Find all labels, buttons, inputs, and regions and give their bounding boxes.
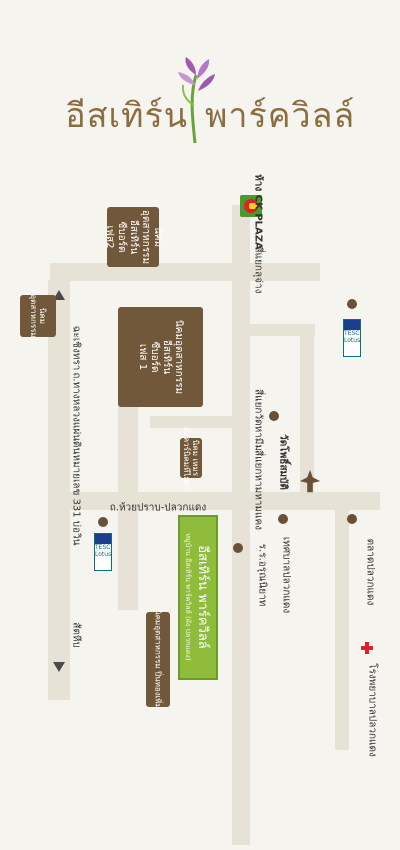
municipality-label: เทศบาลปลวกแดง	[280, 536, 292, 614]
project-sub: หมู่บ้าน อีสเทิร์น พาร์ควิลล์ (ผัง ปลวกแ…	[184, 533, 192, 661]
marker-dot-school	[233, 543, 243, 553]
road-horizontal-huai-pla	[50, 492, 380, 510]
marker-dot-lotus-bottom	[98, 517, 108, 527]
project-label: อีสเทิร์น พาร์ควิลล์ หมู่บ้าน อีสเทิร์น …	[182, 533, 214, 660]
road-horizontal-top	[50, 263, 320, 281]
road-horizontal-right-top	[235, 324, 315, 336]
road-label-huai-pla-rad: ถ.ห้วยปราบ-ปลวกแดง	[109, 502, 207, 514]
hospital-label: โรงพยาบาลปลวกแดง	[366, 663, 378, 757]
estate-small-left-label: นิคม อุตสาหกรรม	[29, 294, 47, 338]
estate-phase1	[118, 307, 203, 407]
road-horizontal-temple	[150, 416, 250, 428]
temple-label: วัดโพธิ์สมบัติ	[277, 434, 289, 490]
brand-name-left: อีสเทิร์น	[65, 96, 188, 136]
estate-phase2-label: นิคม อุตสาหกรรม อีสเทิร์น ซีบอร์ด เฟส2	[104, 209, 163, 265]
lavender-flower-icon	[178, 57, 215, 144]
estate-phase1-label: นิคมอุตสาหกรรม อีสเทิร์น ซีบอร์ด เฟส 1	[137, 319, 184, 395]
temple-icon	[299, 469, 321, 493]
road-vertical-far-right	[300, 330, 314, 510]
estate-bottom-label: นิคมอุตสาหกรรม ปิ่นทองเพิ่ม	[153, 609, 163, 709]
ck-plaza-label: ห้าง CK PLAZA	[252, 174, 264, 250]
estate-amata-label: นิคม เหมร สแควร์นิคมทีไม่เก	[182, 426, 200, 490]
estate-amata	[180, 438, 202, 478]
brand-name-right: พาร์ควิลล์	[205, 96, 356, 136]
road-label-sam-yaek-1: สี่แยกลุจ่าง	[252, 246, 264, 294]
road-vertical-right	[232, 205, 250, 845]
road-label-sattahip: สัตหีบ	[70, 622, 82, 648]
road-vertical-left	[48, 280, 70, 700]
marker-dot-market	[347, 514, 357, 524]
road-vertical-market	[335, 500, 349, 750]
school-label: ร.ร.อรุณนิยาท	[256, 543, 268, 607]
estate-bottom	[146, 612, 170, 707]
road-label-highway-331: ถ.ทางหลวงแผ่นดินหมายเลข 331	[70, 372, 82, 518]
marker-dot-lotus-top	[347, 299, 357, 309]
arrow-up-icon	[53, 290, 65, 300]
marker-dot-temple	[269, 411, 279, 421]
tesco-lotus-bottom-icon: TESCO Lotus	[94, 533, 112, 571]
arrow-down-icon	[53, 662, 65, 672]
estate-small-left	[20, 295, 56, 337]
road-label-sam-yaek-3: สี่แยกหามหามแคง	[252, 449, 264, 531]
ck-plaza-logo-icon	[240, 195, 262, 217]
hospital-cross-icon	[361, 642, 373, 654]
tesco-lotus-top-icon: TESCO Lotus	[343, 319, 361, 357]
project-name: อีสเทิร์น พาร์ควิลล์	[195, 545, 210, 649]
estate-phase2	[107, 207, 159, 267]
road-label-chachoengsao: ฉะเชิงทรา	[70, 325, 82, 371]
road-label-sam-yaek-2: สี่แยกวัดหามีม	[252, 389, 264, 451]
project-eastern-parkville[interactable]	[178, 515, 218, 680]
road-label-bowin: บ่อวิน	[70, 520, 82, 546]
marker-dot-municipality	[278, 514, 288, 524]
market-label: ตลาดปลวกแดง	[364, 538, 376, 606]
road-vertical-middle	[118, 370, 138, 610]
